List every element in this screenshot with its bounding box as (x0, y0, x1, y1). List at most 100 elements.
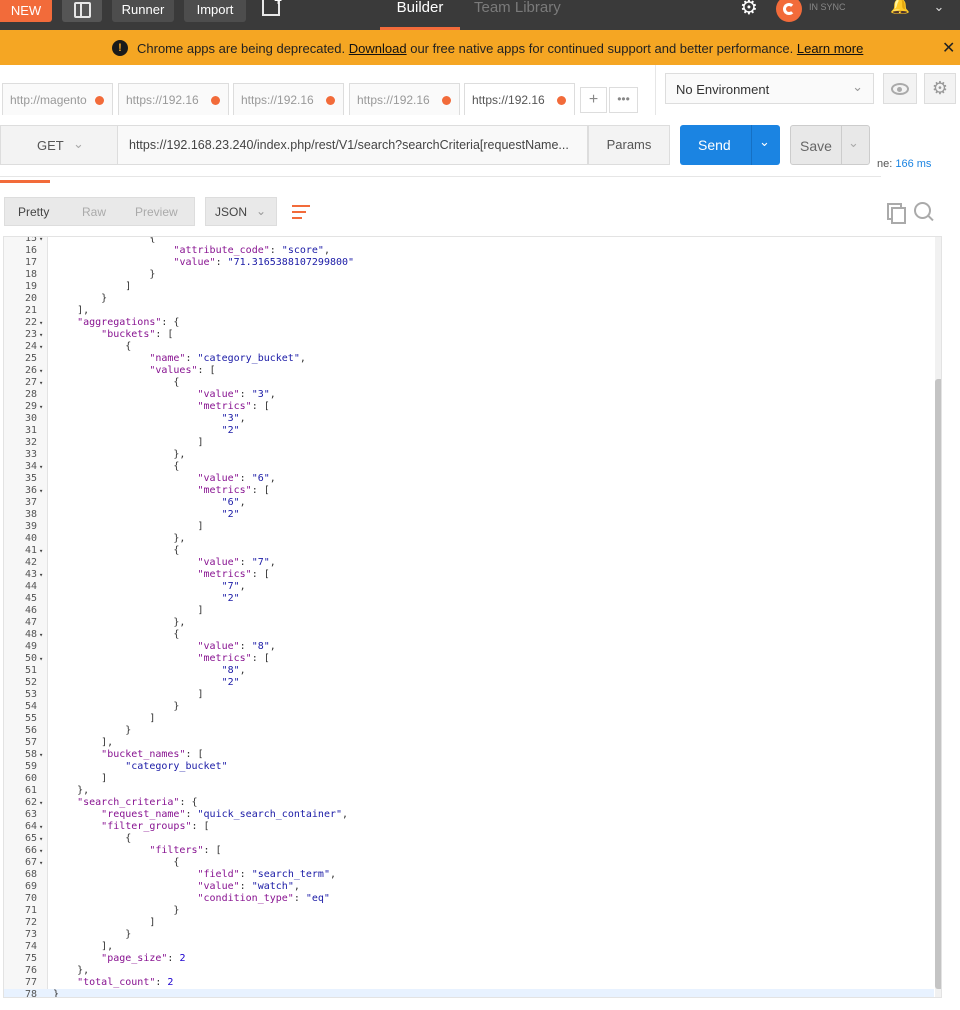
toggle-sidebar-button[interactable] (62, 0, 102, 22)
request-tab[interactable]: https://192.16 (349, 83, 460, 116)
fold-toggle-icon[interactable]: ▾ (39, 331, 44, 339)
request-tab[interactable]: https://192.16 (118, 83, 229, 116)
new-button[interactable]: NEW (0, 0, 52, 22)
fold-toggle-icon[interactable]: ▾ (39, 463, 44, 471)
download-link[interactable]: Download (348, 41, 407, 56)
fold-toggle-icon[interactable]: ▾ (39, 319, 44, 327)
code-text: { (53, 461, 180, 472)
fold-toggle-icon[interactable]: ▾ (39, 547, 44, 555)
code-text: "values": [ (149, 365, 216, 376)
notifications-bell-icon[interactable]: 🔔 (890, 0, 910, 15)
new-window-icon[interactable] (262, 0, 282, 16)
fold-toggle-icon[interactable]: ▾ (39, 751, 44, 759)
fold-toggle-icon[interactable]: ▾ (39, 859, 44, 867)
code-line: 19 ] (4, 281, 934, 293)
fold-toggle-icon[interactable]: ▾ (39, 367, 44, 375)
fold-toggle-icon[interactable]: ▾ (39, 835, 44, 843)
code-text: } (53, 701, 180, 712)
fold-toggle-icon[interactable]: ▾ (39, 487, 44, 495)
add-tab-button[interactable]: + (580, 87, 607, 113)
tab-team-library[interactable]: Team Library (474, 0, 561, 16)
view-preview-tab[interactable]: Preview (135, 205, 178, 219)
method-value: GET (37, 138, 64, 153)
save-button[interactable]: Save ⌄ (790, 125, 870, 165)
more-tabs-button[interactable]: ••• (609, 87, 638, 113)
tab-builder[interactable]: Builder (380, 0, 460, 30)
fold-toggle-icon[interactable]: ▾ (39, 343, 44, 351)
save-options-chevron-icon[interactable]: ⌄ (848, 135, 859, 150)
code-line: 67▾ { (4, 857, 934, 869)
code-text: "2" (221, 677, 240, 688)
code-text: } (53, 989, 60, 998)
search-icon[interactable] (914, 202, 934, 222)
request-tab-label: http://magento (10, 93, 87, 107)
url-input[interactable]: https://192.168.23.240/index.php/rest/V1… (118, 125, 588, 165)
code-line: 38 "2" (4, 509, 934, 521)
fold-toggle-icon[interactable]: ▾ (39, 655, 44, 663)
copy-icon[interactable] (887, 203, 906, 224)
line-number: 45 (24, 593, 37, 604)
code-text: ] (53, 917, 156, 928)
fold-toggle-icon[interactable]: ▾ (39, 631, 44, 639)
method-select[interactable]: GET ⌄ (0, 125, 118, 165)
fold-toggle-icon[interactable]: ▾ (39, 823, 44, 831)
wrap-lines-button[interactable] (285, 197, 315, 226)
send-options-chevron-icon[interactable]: ⌄ (759, 134, 770, 149)
view-pretty-tab[interactable]: Pretty (18, 205, 50, 219)
code-line: 27▾ { (4, 377, 934, 389)
runner-button[interactable]: Runner (112, 0, 174, 22)
format-select[interactable]: JSON ⌄ (205, 197, 277, 226)
fold-toggle-icon[interactable]: ▾ (39, 847, 44, 855)
code-line: 55 ] (4, 713, 934, 725)
code-text: "metrics": [ (197, 485, 270, 496)
environment-quick-look-button[interactable] (883, 73, 917, 104)
code-line: 65▾ { (4, 833, 934, 845)
code-text: ], (53, 305, 90, 316)
params-button[interactable]: Params (588, 125, 670, 165)
fold-toggle-icon[interactable]: ▾ (39, 571, 44, 579)
scrollbar-thumb[interactable] (935, 379, 941, 989)
code-text: "metrics": [ (197, 569, 270, 580)
line-number: 30 (24, 413, 37, 424)
view-raw-tab[interactable]: Raw (82, 205, 107, 219)
close-banner-icon[interactable]: ✕ (942, 40, 956, 57)
request-tab-label: https://192.16 (241, 93, 314, 107)
code-line: 58▾ "bucket_names": [ (4, 749, 934, 761)
line-number: 39 (24, 521, 37, 532)
request-tab[interactable]: http://magento (2, 83, 113, 116)
line-number: 27 (24, 377, 37, 388)
line-number: 67 (24, 857, 37, 868)
manage-environments-button[interactable]: ⚙ (924, 73, 956, 104)
code-line: 33 }, (4, 449, 934, 461)
fold-toggle-icon[interactable]: ▾ (39, 236, 44, 243)
environment-select[interactable]: No Environment ⌄ (665, 73, 874, 104)
fold-toggle-icon[interactable]: ▾ (39, 379, 44, 387)
line-number: 23 (24, 329, 37, 340)
line-number: 61 (24, 785, 37, 796)
code-text: }, (53, 617, 186, 628)
interceptor-satellite-icon[interactable]: ⚙ (740, 0, 758, 19)
sync-status-icon[interactable] (776, 0, 802, 22)
code-text: { (53, 341, 132, 352)
line-number: 64 (24, 821, 37, 832)
request-tab[interactable]: https://192.16 (233, 83, 344, 116)
request-tab-active[interactable]: https://192.16 (464, 83, 575, 116)
code-line: 23▾ "buckets": [ (4, 329, 934, 341)
fold-toggle-icon[interactable]: ▾ (39, 403, 44, 411)
line-number: 57 (24, 737, 37, 748)
line-number: 33 (24, 449, 37, 460)
banner-text-prefix: Chrome apps are being deprecated. (137, 41, 346, 56)
top-bar: NEW Runner Import Builder Team Library ⚙… (0, 0, 960, 30)
account-chevron-down-icon[interactable]: ⌄ (933, 0, 945, 14)
import-button[interactable]: Import (184, 0, 246, 22)
fold-toggle-icon[interactable]: ▾ (39, 799, 44, 807)
send-button[interactable]: Send ⌄ (680, 125, 780, 165)
line-number: 51 (24, 665, 37, 676)
unsaved-dot-icon (326, 96, 335, 105)
code-text: ] (53, 521, 204, 532)
code-text: "value": "watch", (197, 881, 300, 892)
line-number: 56 (24, 725, 37, 736)
code-line: 48▾ { (4, 629, 934, 641)
response-body-viewer[interactable]: 15▾ {16 "attribute_code": "score",17 "va… (3, 236, 942, 998)
learn-more-link[interactable]: Learn more (796, 41, 864, 56)
